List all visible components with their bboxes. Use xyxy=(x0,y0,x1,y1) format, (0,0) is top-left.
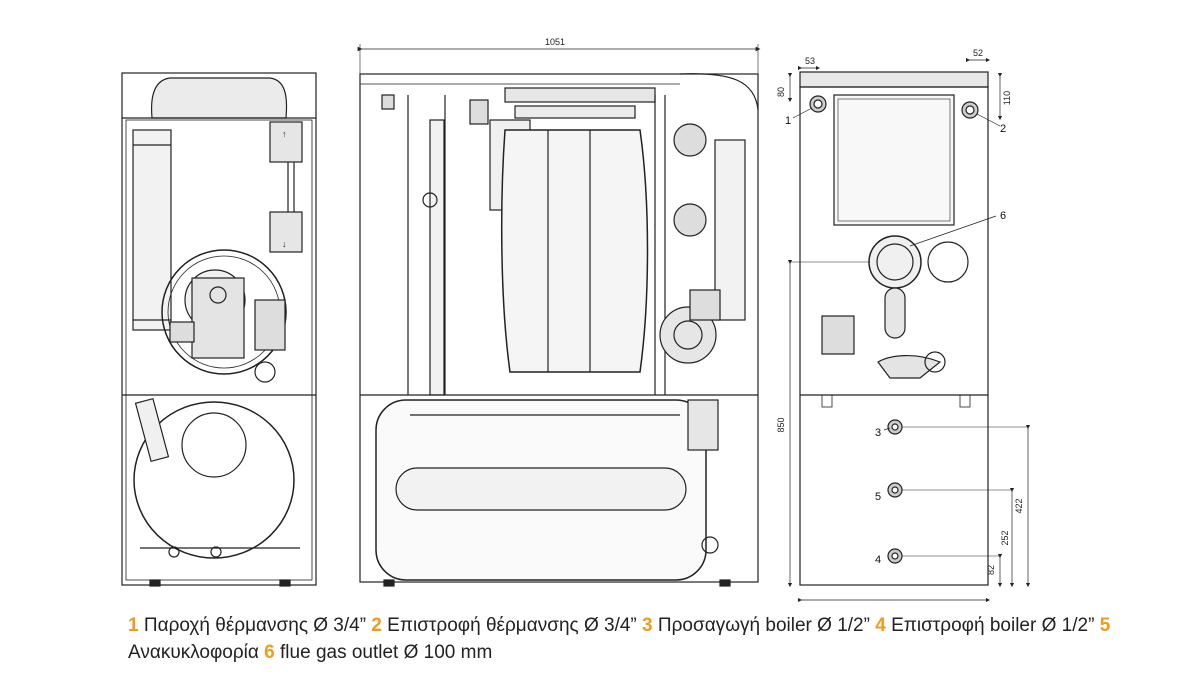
rear-view xyxy=(787,57,1031,603)
dim-height-252: 252 xyxy=(1000,530,1010,545)
legend-text-1: Παροχή θέρμανσης Ø 3/4” xyxy=(138,615,372,636)
technical-drawing: ↑ ↓ xyxy=(121,37,1031,603)
legend-text-3: Προσαγωγή boiler Ø 1/2” xyxy=(652,615,876,636)
front-view xyxy=(357,44,761,587)
callout-3: 3 xyxy=(875,427,881,439)
callout-6: 6 xyxy=(1000,210,1006,222)
dim-left-height: 80 xyxy=(776,87,786,97)
dim-right-height: 110 xyxy=(1002,91,1012,105)
legend: 1 Παροχή θέρμανσης Ø 3/4” 2 Επιστροφή θέ… xyxy=(128,612,1128,666)
dim-height-422: 422 xyxy=(1014,498,1024,513)
legend-num-3: 3 xyxy=(642,615,653,636)
legend-text-5: Ανακυκλοφορία xyxy=(128,642,265,663)
legend-text-2: Επιστροφή θέρμανσης Ø 3/4” xyxy=(381,615,643,636)
legend-num-2: 2 xyxy=(371,615,382,636)
callout-1: 1 xyxy=(785,115,791,127)
callout-4: 4 xyxy=(875,554,881,566)
dim-top-left-offset: 53 xyxy=(805,56,815,66)
legend-num-5: 5 xyxy=(1099,615,1111,636)
svg-text:↑: ↑ xyxy=(282,129,287,139)
callout-5: 5 xyxy=(875,491,881,503)
dim-height-850: 850 xyxy=(776,417,786,432)
dim-height-82: 82 xyxy=(986,565,996,575)
legend-num-4: 4 xyxy=(875,615,886,636)
dim-total-width: 1051 xyxy=(545,37,565,47)
legend-text-4: Επιστροφή boiler Ø 1/2” xyxy=(885,615,1100,636)
dim-top-right-offset: 52 xyxy=(973,48,983,58)
svg-text:↓: ↓ xyxy=(282,239,287,249)
legend-num-1: 1 xyxy=(128,615,139,636)
legend-num-6: 6 xyxy=(264,642,275,663)
side-view: ↑ ↓ xyxy=(121,72,317,587)
legend-text-6: flue gas outlet Ø 100 mm xyxy=(274,642,493,663)
callout-2: 2 xyxy=(1000,123,1006,135)
